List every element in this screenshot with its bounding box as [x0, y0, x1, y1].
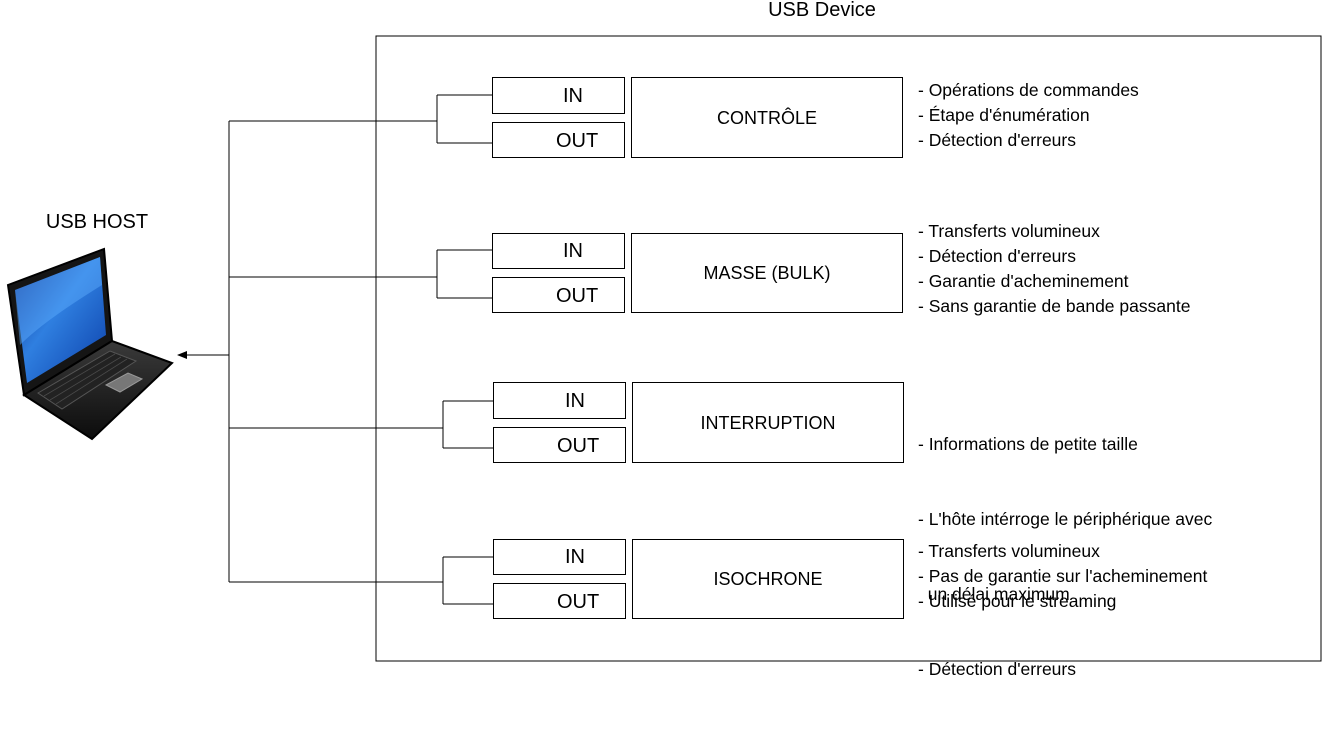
device-title: USB Device — [768, 0, 876, 21]
feature-item: - Transferts volumineux — [918, 541, 1100, 561]
endpoint-in-box-isochronous: IN — [493, 539, 626, 575]
endpoint-in-box-interrupt: IN — [493, 382, 626, 419]
feature-item: - Pas de garantie sur l'acheminement — [918, 566, 1208, 586]
endpoint-out-box-isochronous: OUT — [493, 583, 626, 619]
endpoint-out-label: OUT — [557, 435, 600, 457]
endpoint-in-label: IN — [563, 240, 583, 262]
feature-list-control: - Opérations de commandes - Étape d'énum… — [918, 78, 1139, 153]
transfer-type-box-control: CONTRÔLE — [631, 77, 903, 158]
feature-item: - L'hôte intérroge le périphérique avec — [918, 509, 1213, 529]
feature-item: - Détection d'erreurs — [918, 130, 1076, 150]
laptop-icon — [6, 247, 174, 441]
feature-item: - Sans garantie de bande passante — [918, 296, 1191, 316]
transfer-type-box-bulk: MASSE (BULK) — [631, 233, 903, 313]
feature-item: - Utilisé pour le streaming — [918, 591, 1117, 611]
endpoint-in-label: IN — [565, 390, 585, 412]
endpoint-out-box-interrupt: OUT — [493, 427, 626, 463]
transfer-type-label: CONTRÔLE — [716, 107, 817, 128]
host-title: USB HOST — [45, 211, 149, 233]
transfer-type-box-isochronous: ISOCHRONE — [632, 539, 904, 619]
feature-item: - Informations de petite taille — [918, 434, 1138, 454]
endpoint-out-box-bulk: OUT — [492, 277, 625, 313]
feature-item: - Opérations de commandes — [918, 80, 1139, 100]
endpoint-in-box-bulk: IN — [492, 233, 625, 269]
endpoint-out-label: OUT — [556, 285, 599, 307]
usb-device-frame — [375, 35, 1322, 662]
feature-item: - Détection d'erreurs — [918, 246, 1076, 266]
transfer-type-label: MASSE (BULK) — [703, 263, 831, 283]
feature-item: - Étape d'énumération — [918, 105, 1090, 125]
feature-item: - Détection d'erreurs — [918, 659, 1076, 679]
feature-list-bulk: - Transferts volumineux - Détection d'er… — [918, 219, 1190, 319]
feature-item: - Garantie d'acheminement — [918, 271, 1129, 291]
endpoint-in-label: IN — [563, 85, 583, 107]
endpoint-out-box-control: OUT — [492, 122, 625, 158]
transfer-type-box-interrupt: INTERRUPTION — [632, 382, 904, 463]
endpoint-out-label: OUT — [557, 591, 600, 613]
endpoint-in-label: IN — [565, 546, 585, 568]
transfer-type-label: INTERRUPTION — [700, 412, 836, 433]
endpoint-out-label: OUT — [556, 130, 599, 152]
feature-item: un délai maximum — [918, 584, 1070, 604]
feature-item: - Transferts volumineux — [918, 221, 1100, 241]
usb-transfer-diagram: USB Device USB HOST IN OUT CONTRÔLE - Op… — [6, 0, 1322, 679]
transfer-type-label: ISOCHRONE — [713, 569, 823, 589]
feature-list-isochronous: - Transferts volumineux - Pas de garanti… — [918, 539, 1207, 614]
endpoint-in-box-control: IN — [492, 77, 625, 114]
